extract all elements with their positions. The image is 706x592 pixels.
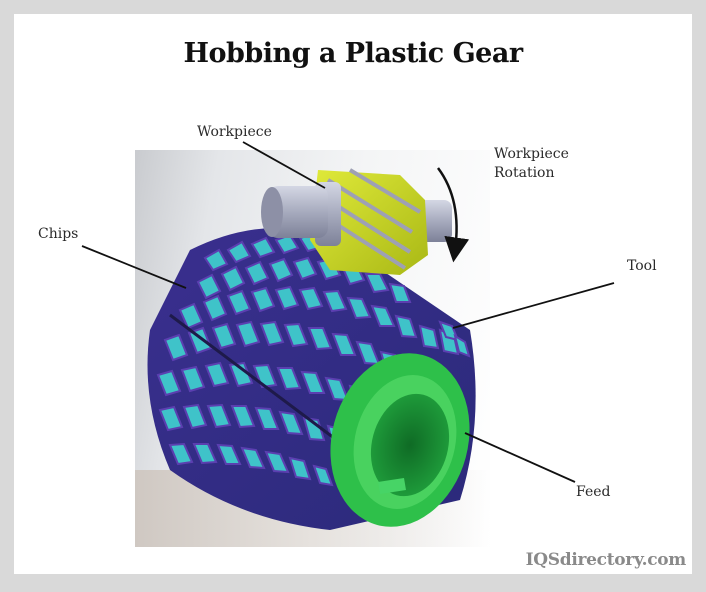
feed-leader-line [464, 432, 576, 483]
chips-leader-line [81, 245, 187, 289]
feed-label: Feed [576, 484, 611, 500]
leader-lines [81, 141, 615, 483]
diagram-title: Hobbing a Plastic Gear [183, 38, 523, 69]
workpiece-rotation-label-line1: Workpiece [494, 146, 569, 162]
brand-watermark: IQSdirectory.com [525, 550, 687, 570]
workpiece-leader-line [242, 141, 326, 189]
workpiece-gear [261, 168, 452, 275]
workpiece-rotation-label-line2: Rotation [494, 165, 555, 181]
workpiece-label: Workpiece [197, 124, 272, 140]
hob-hub [330, 353, 470, 527]
rotation-arrow [436, 167, 470, 263]
chips-label: Chips [38, 226, 79, 242]
tool-leader-line [452, 282, 615, 329]
tool-label: Tool [627, 258, 657, 274]
